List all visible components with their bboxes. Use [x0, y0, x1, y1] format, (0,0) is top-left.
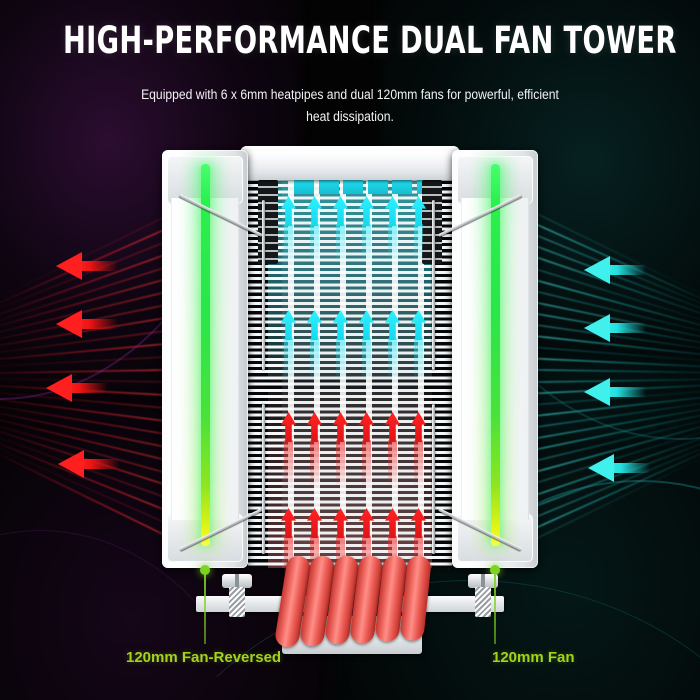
exhaust-arrow-red-1	[56, 252, 118, 280]
page-subtitle: Equipped with 6 x 6mm heatpipes and dual…	[141, 87, 559, 124]
cooler-top-cap	[240, 146, 460, 180]
cool-arrow-tail	[414, 224, 423, 264]
argb-light-strip	[491, 164, 500, 546]
screw-head-icon	[468, 574, 498, 588]
cool-arrow-tail	[336, 338, 345, 382]
mount-screw-left	[222, 574, 252, 617]
argb-light-strip	[201, 164, 210, 546]
intake-arrow-cyan-4	[588, 454, 650, 482]
screw-spring-icon	[229, 587, 245, 617]
cool-arrow-tail	[284, 224, 293, 264]
hot-arrow-tail	[414, 440, 423, 488]
hot-arrow-tail	[362, 440, 371, 488]
intake-arrow-cyan-1	[584, 256, 646, 284]
cool-arrow-tail	[310, 224, 319, 264]
exhaust-arrow-red-4	[58, 450, 120, 478]
callout-line-right	[494, 566, 496, 644]
cool-arrow-tail	[362, 338, 371, 382]
cool-arrow-tail	[362, 224, 371, 264]
cool-arrow-tail	[414, 338, 423, 382]
screw-head-icon	[222, 574, 252, 588]
intake-arrow-cyan-2	[584, 314, 646, 342]
heatpipe-cluster-left	[258, 180, 278, 264]
cool-arrow-tail	[336, 224, 345, 264]
fan-right	[452, 150, 538, 575]
hot-arrow-tail	[388, 440, 397, 488]
arrow-head	[56, 252, 82, 280]
arrow-head	[56, 310, 82, 338]
intake-arrow-cyan-3	[584, 378, 646, 406]
arrow-head	[584, 378, 610, 406]
arrow-head	[588, 454, 614, 482]
callout-label-right: 120mm Fan	[492, 649, 575, 666]
mount-screw-right	[468, 574, 498, 617]
cool-arrow-tail	[310, 338, 319, 382]
arrow-head	[584, 314, 610, 342]
callout-label-left: 120mm Fan-Reversed	[126, 649, 282, 666]
exhaust-arrow-red-3	[46, 374, 108, 402]
cool-arrow-tail	[284, 338, 293, 382]
callout-line-left	[204, 566, 206, 644]
screw-spring-icon	[475, 587, 491, 617]
arrow-head	[584, 256, 610, 284]
arrow-head	[46, 374, 72, 402]
hot-arrow-tail	[284, 440, 293, 488]
exhaust-arrow-red-2	[56, 310, 118, 338]
page-title: HIGH-PERFORMANCE DUAL FAN TOWER	[63, 19, 677, 62]
arrow-head	[58, 450, 84, 478]
fan-left-reversed	[162, 150, 248, 575]
cool-arrow-tail	[388, 224, 397, 264]
hot-arrow-tail	[310, 440, 319, 488]
cool-arrow-tail	[388, 338, 397, 382]
hot-arrow-tail	[336, 440, 345, 488]
heatpipe-cluster-right	[422, 180, 442, 264]
